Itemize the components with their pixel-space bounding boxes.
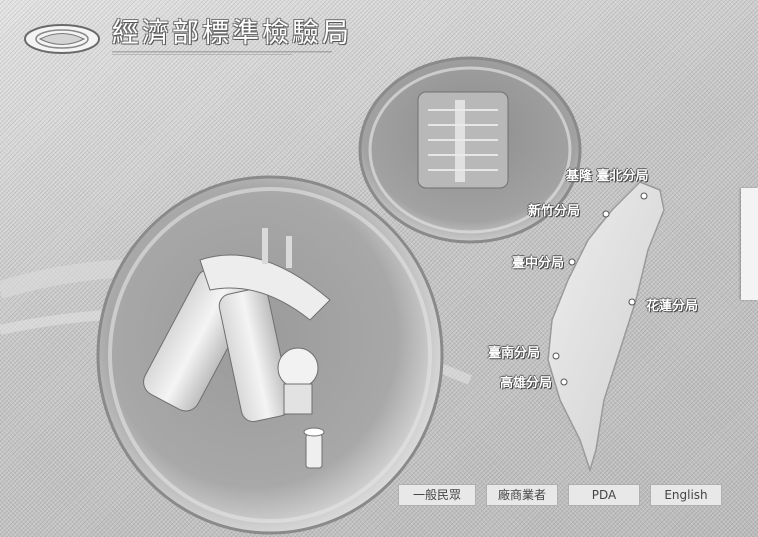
gauge-column [455,100,465,182]
taiwan-map [547,181,665,473]
branch-link-kaohsiung[interactable]: 高雄分局 [500,376,553,391]
org-subtitle-lines [112,51,332,55]
lab-products [143,228,331,469]
bsmi-logo-icon[interactable] [22,22,102,56]
org-title: 經濟部標準檢驗局 [112,18,352,49]
map-markers [552,192,648,386]
nav-button-general-public[interactable]: 一般民眾 [398,484,476,506]
small-lens-ring [368,66,572,234]
branch-link-hsinchu[interactable]: 新竹分局 [528,204,581,219]
branch-link-tainan[interactable]: 臺南分局 [488,346,541,361]
side-tab[interactable] [741,188,758,300]
large-lens-ring [108,187,432,523]
branch-link-taichung[interactable]: 臺中分局 [512,256,565,271]
org-subtitle-decoration [112,49,352,59]
nav-button-manufacturers[interactable]: 廠商業者 [486,484,558,506]
nav-button-pda[interactable]: PDA [568,484,640,506]
branch-link-hualien[interactable]: 花蓮分局 [646,299,699,314]
bottom-nav: 一般民眾 廠商業者 PDA English [398,484,722,506]
branch-link-keelung-taipei[interactable]: 基隆 臺北分局 [566,169,649,184]
org-name-block: 經濟部標準檢驗局 [112,19,352,59]
nav-button-english[interactable]: English [650,484,722,506]
site-header: 經濟部標準檢驗局 [22,16,352,62]
